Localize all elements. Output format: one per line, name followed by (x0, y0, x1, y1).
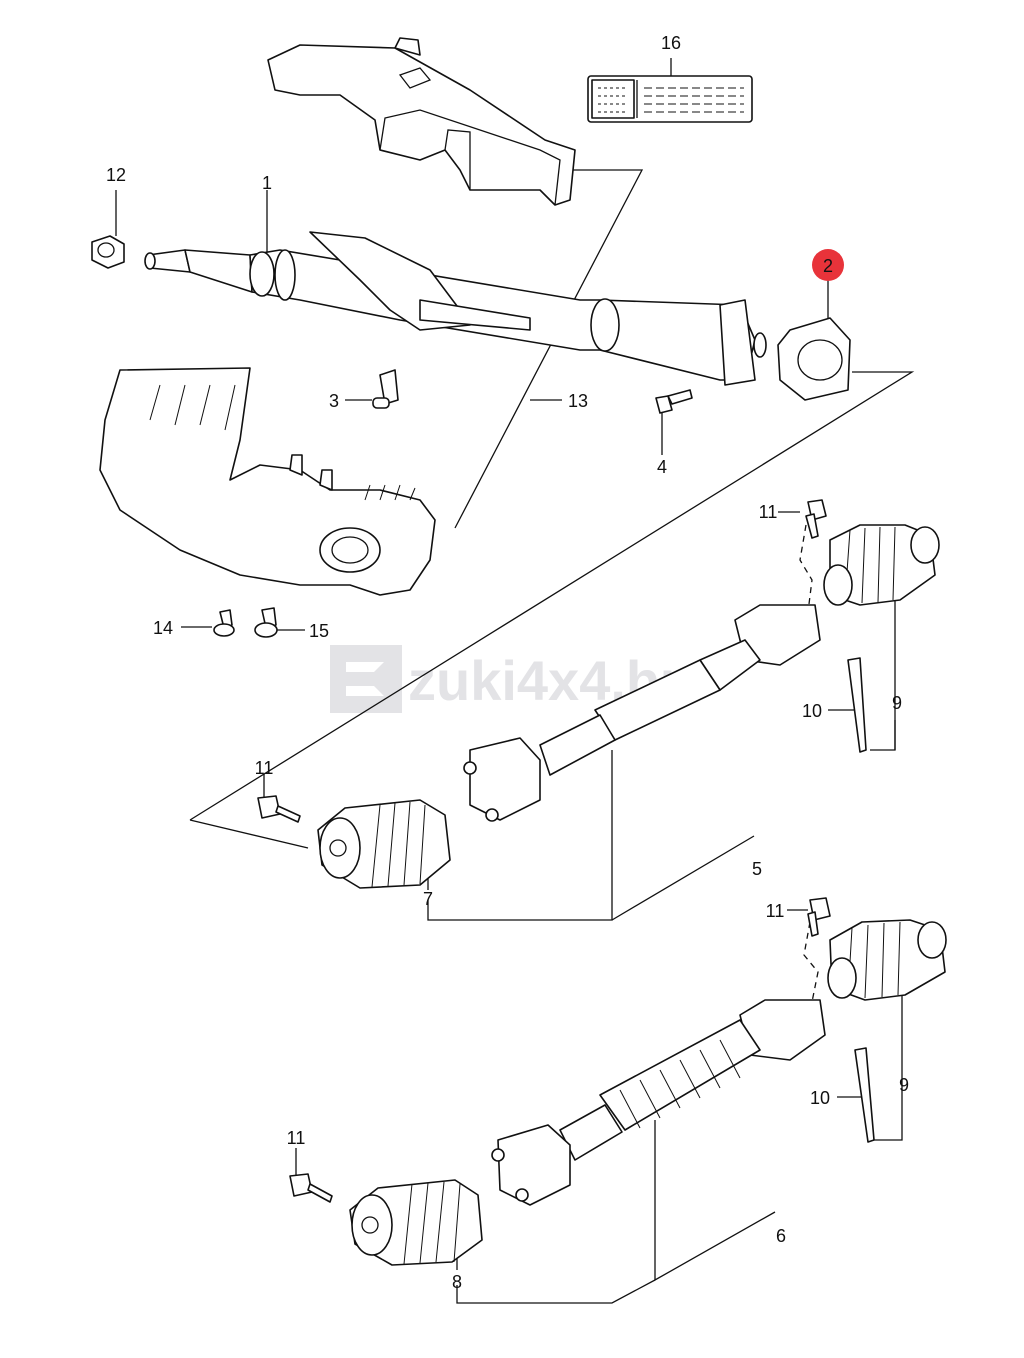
part-9-boot-a (823, 524, 940, 606)
part-7-boot (317, 799, 451, 889)
label-10-b: 10 (810, 1088, 830, 1108)
part-4-bolt (655, 389, 693, 414)
label-12: 12 (106, 165, 126, 185)
part-2-plate (777, 317, 851, 401)
label-11-c: 11 (766, 901, 785, 921)
watermark-logo-icon (330, 645, 402, 713)
part-12-nut (91, 235, 125, 269)
part-11-bolt-c (807, 897, 831, 937)
part-14-screw (213, 609, 235, 637)
label-3: 3 (329, 391, 339, 411)
label-8: 8 (452, 1272, 462, 1292)
part-11-bolt-a (805, 499, 827, 539)
highlight-badge-part-2[interactable]: 2 (812, 249, 844, 281)
highlight-badge-circle[interactable] (812, 249, 844, 281)
part-16-sticker (587, 75, 753, 123)
label-13: 13 (568, 391, 588, 411)
label-11-d: 11 (287, 1128, 306, 1148)
callout-labels: 12 1 16 3 13 4 11 14 15 9 10 11 5 7 11 9… (106, 33, 909, 1292)
part-10-cable-tie-b (854, 1047, 875, 1143)
part-3-bolt (372, 369, 399, 409)
part-11-bolt-d (289, 1173, 333, 1203)
part-9-boot-b (827, 919, 947, 1001)
part-10-cable-tie-a (847, 657, 867, 753)
label-4: 4 (657, 457, 667, 477)
part-1-steering-column (144, 231, 767, 386)
upper-column-cover (267, 37, 576, 206)
part-11-bolt-b (257, 795, 301, 823)
label-9-a: 9 (892, 693, 902, 713)
label-9-b: 9 (899, 1075, 909, 1095)
part-5-intermediate-shaft (463, 604, 821, 822)
part-15-screw (254, 607, 278, 638)
label-11-b: 11 (255, 758, 274, 778)
label-16: 16 (661, 33, 681, 53)
label-6: 6 (776, 1226, 786, 1246)
label-2[interactable]: 2 (823, 256, 833, 276)
part-8-boot (349, 1179, 483, 1266)
label-10-a: 10 (802, 701, 822, 721)
label-7: 7 (423, 889, 433, 909)
label-5: 5 (752, 859, 762, 879)
part-6-intermediate-shaft (491, 999, 826, 1206)
watermark: zuki4x4.hu (330, 645, 694, 713)
label-11-a: 11 (759, 502, 778, 522)
label-14: 14 (153, 618, 173, 638)
label-1: 1 (262, 173, 272, 193)
lower-column-cover (99, 367, 436, 596)
label-15: 15 (309, 621, 329, 641)
